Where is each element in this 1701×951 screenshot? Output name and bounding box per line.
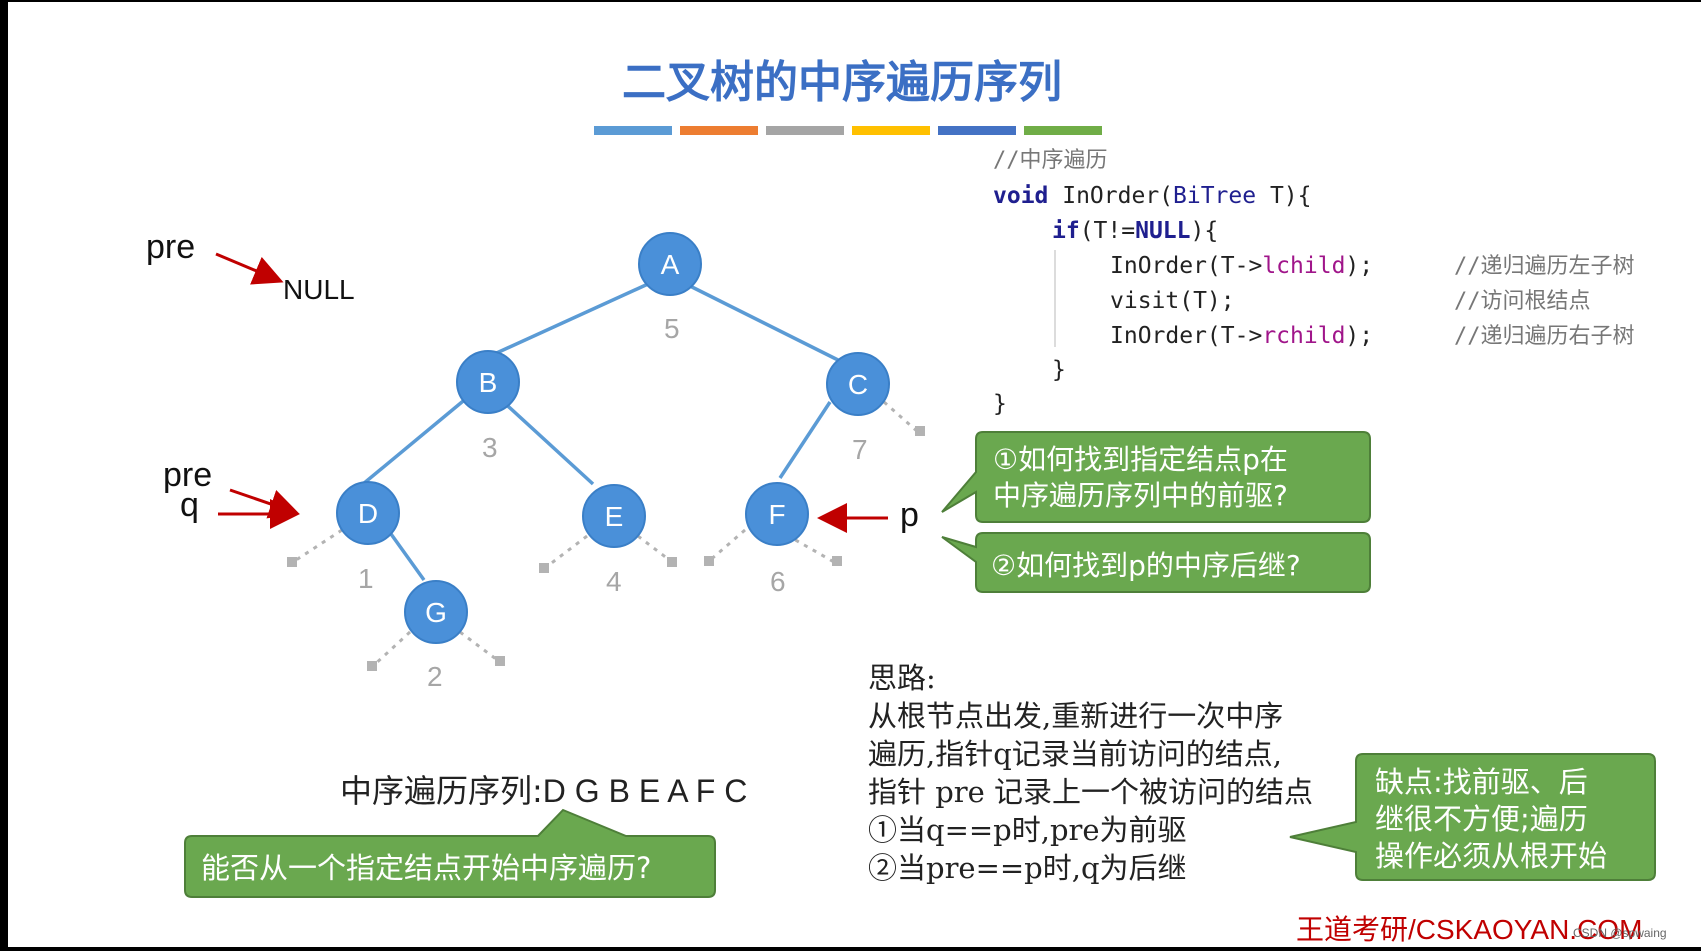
tree-edges bbox=[361, 282, 839, 582]
code-line-4: visit(T); bbox=[1110, 288, 1235, 314]
pre-label-left: pre bbox=[163, 456, 212, 494]
color-bar-segment bbox=[594, 126, 672, 135]
q-label-left: q bbox=[180, 486, 199, 524]
edge-a-c bbox=[685, 282, 839, 362]
title-color-bar bbox=[594, 126, 1102, 135]
code-block: //中序遍历 void InOrder(BiTree T){ if(T!=NUL… bbox=[993, 148, 1635, 417]
tree-node-label: F bbox=[768, 499, 785, 530]
color-bar-segment bbox=[852, 126, 930, 135]
tree-node-f bbox=[745, 482, 809, 546]
color-bar-segment bbox=[1024, 126, 1102, 135]
tree-node-d bbox=[336, 481, 400, 545]
callout-2-text: ②如何找到p的中序后继? bbox=[991, 549, 1301, 582]
p-label-right: p bbox=[900, 496, 919, 534]
tree-node-label: A bbox=[661, 249, 680, 280]
thinking-line-2: 遍历,指针q记录当前访问的结点, bbox=[868, 737, 1282, 771]
inorder-index: 2 bbox=[427, 661, 443, 692]
tree-node-label: C bbox=[848, 369, 868, 400]
inorder-index: 7 bbox=[852, 434, 868, 465]
callout-1-line-1: ①如何找到指定结点p在 bbox=[993, 443, 1288, 476]
thinking-heading: 思路: bbox=[868, 661, 936, 695]
edge-b-e bbox=[496, 395, 595, 486]
callout-question-2: ②如何找到p的中序后继? bbox=[941, 532, 1371, 593]
tree-node-a bbox=[638, 232, 702, 296]
callout-drawback: 缺点:找前驱、后 继很不方便;遍历 操作必须从根开始 bbox=[1289, 753, 1656, 881]
callout-bottom-question: 能否从一个指定结点开始中序遍历? bbox=[184, 808, 716, 898]
code-comment-3: //递归遍历左子树 bbox=[1454, 254, 1635, 279]
tree-node-label: G bbox=[425, 597, 447, 628]
edge-d-g bbox=[384, 525, 426, 582]
tree-node-label: E bbox=[605, 501, 624, 532]
bottom-question-text: 能否从一个指定结点开始中序遍历? bbox=[201, 851, 651, 885]
code-line-1: void InOrder(BiTree T){ bbox=[993, 183, 1312, 209]
pre-null-arrow bbox=[215, 252, 284, 285]
tree-node-label: B bbox=[479, 367, 498, 398]
code-close-inner: } bbox=[1052, 357, 1066, 383]
inorder-index: 3 bbox=[482, 432, 498, 463]
tree-node-label: D bbox=[358, 498, 378, 529]
code-line-2: if(T!=NULL){ bbox=[1052, 218, 1218, 244]
code-comment-title: //中序遍历 bbox=[993, 148, 1108, 173]
tree-node-e bbox=[582, 484, 646, 548]
code-line-3: InOrder(T->lchild); bbox=[1110, 253, 1373, 279]
edge-a-b bbox=[489, 282, 649, 358]
callout-question-1: ①如何找到指定结点p在 中序遍历序列中的前驱? bbox=[941, 431, 1371, 523]
thinking-line-4: ①当q==p时,pre为前驱 bbox=[868, 813, 1187, 847]
inorder-index: 1 bbox=[358, 563, 374, 594]
inorder-index: 5 bbox=[664, 313, 680, 344]
drawback-line-1: 缺点:找前驱、后 bbox=[1375, 765, 1588, 799]
slide-title: 二叉树的中序遍历序列 bbox=[622, 57, 1062, 108]
inorder-index: 4 bbox=[606, 566, 622, 597]
color-bar-segment bbox=[766, 126, 844, 135]
pre-label-top: pre bbox=[146, 228, 195, 266]
tree-nodes: A B C D E F G bbox=[336, 232, 890, 644]
inorder-index: 6 bbox=[770, 566, 786, 597]
thinking-notes: 思路: 从根节点出发,重新进行一次中序 遍历,指针q记录当前访问的结点, 指针 … bbox=[868, 661, 1313, 885]
color-bar-segment bbox=[938, 126, 1016, 135]
tree-node-b bbox=[456, 350, 520, 414]
tree-node-c bbox=[826, 352, 890, 416]
pre-d-arrow bbox=[229, 488, 300, 519]
code-comment-4: //访问根结点 bbox=[1454, 289, 1591, 314]
brand-footer: 王道考研/CSKAOYAN.COM bbox=[1296, 914, 1642, 945]
csdn-credit: CSDN @spwaing bbox=[1573, 926, 1667, 940]
drawback-line-2: 继很不方便;遍历 bbox=[1375, 802, 1588, 836]
code-line-5: InOrder(T->rchild); bbox=[1110, 323, 1373, 349]
inorder-sequence-label: 中序遍历序列:D G B E A F C bbox=[340, 772, 747, 810]
thinking-line-3: 指针 pre 记录上一个被访问的结点 bbox=[868, 775, 1313, 809]
code-comment-5: //递归遍历右子树 bbox=[1454, 324, 1635, 349]
tree-node-g bbox=[404, 580, 468, 644]
edge-c-f bbox=[778, 401, 832, 479]
null-label: NULL bbox=[283, 274, 355, 305]
thinking-line-1: 从根节点出发,重新进行一次中序 bbox=[868, 699, 1283, 733]
inorder-indices: 5 3 7 1 4 6 2 bbox=[358, 313, 868, 692]
callout-1-line-2: 中序遍历序列中的前驱? bbox=[993, 479, 1288, 512]
drawback-line-3: 操作必须从根开始 bbox=[1375, 839, 1607, 873]
code-close-outer: } bbox=[993, 391, 1007, 417]
thinking-line-5: ②当pre==p时,q为后继 bbox=[868, 851, 1187, 885]
color-bar-segment bbox=[680, 126, 758, 135]
edge-b-d bbox=[361, 395, 470, 486]
